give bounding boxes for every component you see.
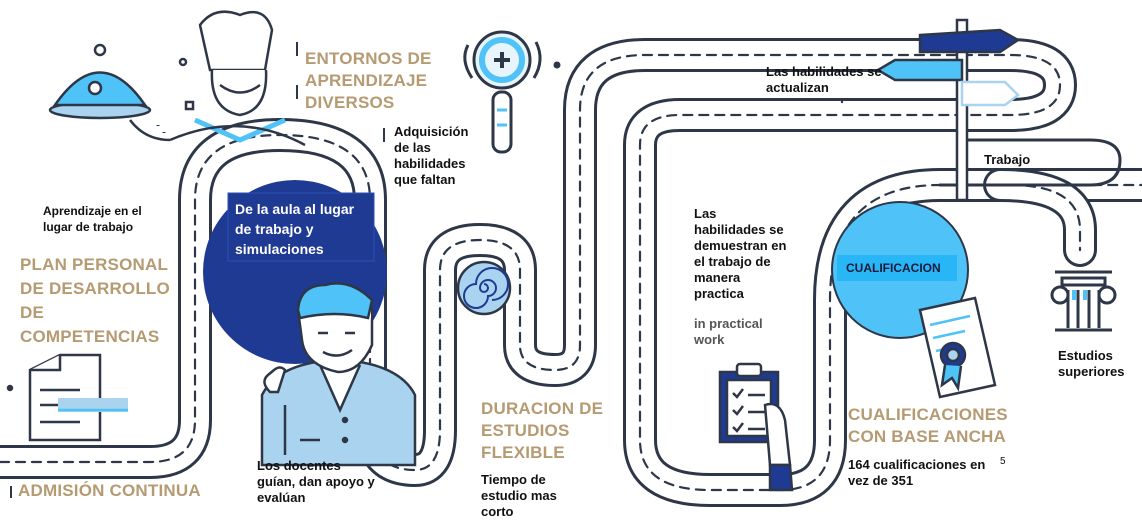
label-trabajo: Trabajo [984, 152, 1031, 167]
label-tiempo: Tiempo de estudio mas corto [481, 472, 557, 519]
label-cualificacion: CUALIFICACION [846, 261, 941, 275]
label-cualificaciones: CUALIFICACIONES CON BASE ANCHA [848, 405, 1008, 446]
label-adquisicion: Adquisición de las habilidades que falta… [394, 124, 469, 187]
classroom-label-box [227, 192, 375, 262]
decor-marks [10, 42, 844, 498]
label-entornos: ENTORNOS DE APRENDIZAJE DIVERSOS [305, 49, 432, 112]
road [0, 38, 1142, 507]
signpost-icon [875, 18, 1021, 202]
certificate-icon [918, 296, 997, 399]
pillar-icon [1050, 270, 1117, 332]
label-docentes: Los docentes guían, dan apoyo y evalúan [257, 458, 375, 505]
label-aprendizaje-lugar: Aprendizaje en el lugar de trabajo [43, 204, 142, 234]
label-estudios: Estudios superiores [1058, 348, 1125, 379]
label-habilidades-actualizan: Las habilidades se actualizan [766, 64, 882, 95]
qualification-label-box [837, 255, 957, 281]
label-in-practical: in practical work [694, 316, 763, 347]
label-plan-personal: PLAN PERSONAL DE DESARROLLO DE COMPETENC… [20, 255, 170, 346]
spiral-icon [456, 260, 512, 316]
label-cualif-count: 164 cualificaciones en vez de 351 [848, 457, 986, 488]
document-icon [6, 353, 128, 442]
magnifier-plus-icon [463, 30, 561, 154]
clipboard-icon [718, 362, 794, 492]
label-footnote: 5 [1000, 456, 1006, 467]
teacher-icon [260, 282, 417, 467]
label-duracion: DURACION DE ESTUDIOS FLEXIBLE [481, 399, 604, 462]
label-habilidades-demuestran: Las habilidades se demuestran en el trab… [694, 206, 787, 301]
chef-icon [48, 10, 306, 147]
label-admision: ADMISIÓN CONTINUA [18, 481, 201, 500]
label-de-la-aula: De la aula al lugar de trabajo y simulac… [235, 201, 355, 257]
